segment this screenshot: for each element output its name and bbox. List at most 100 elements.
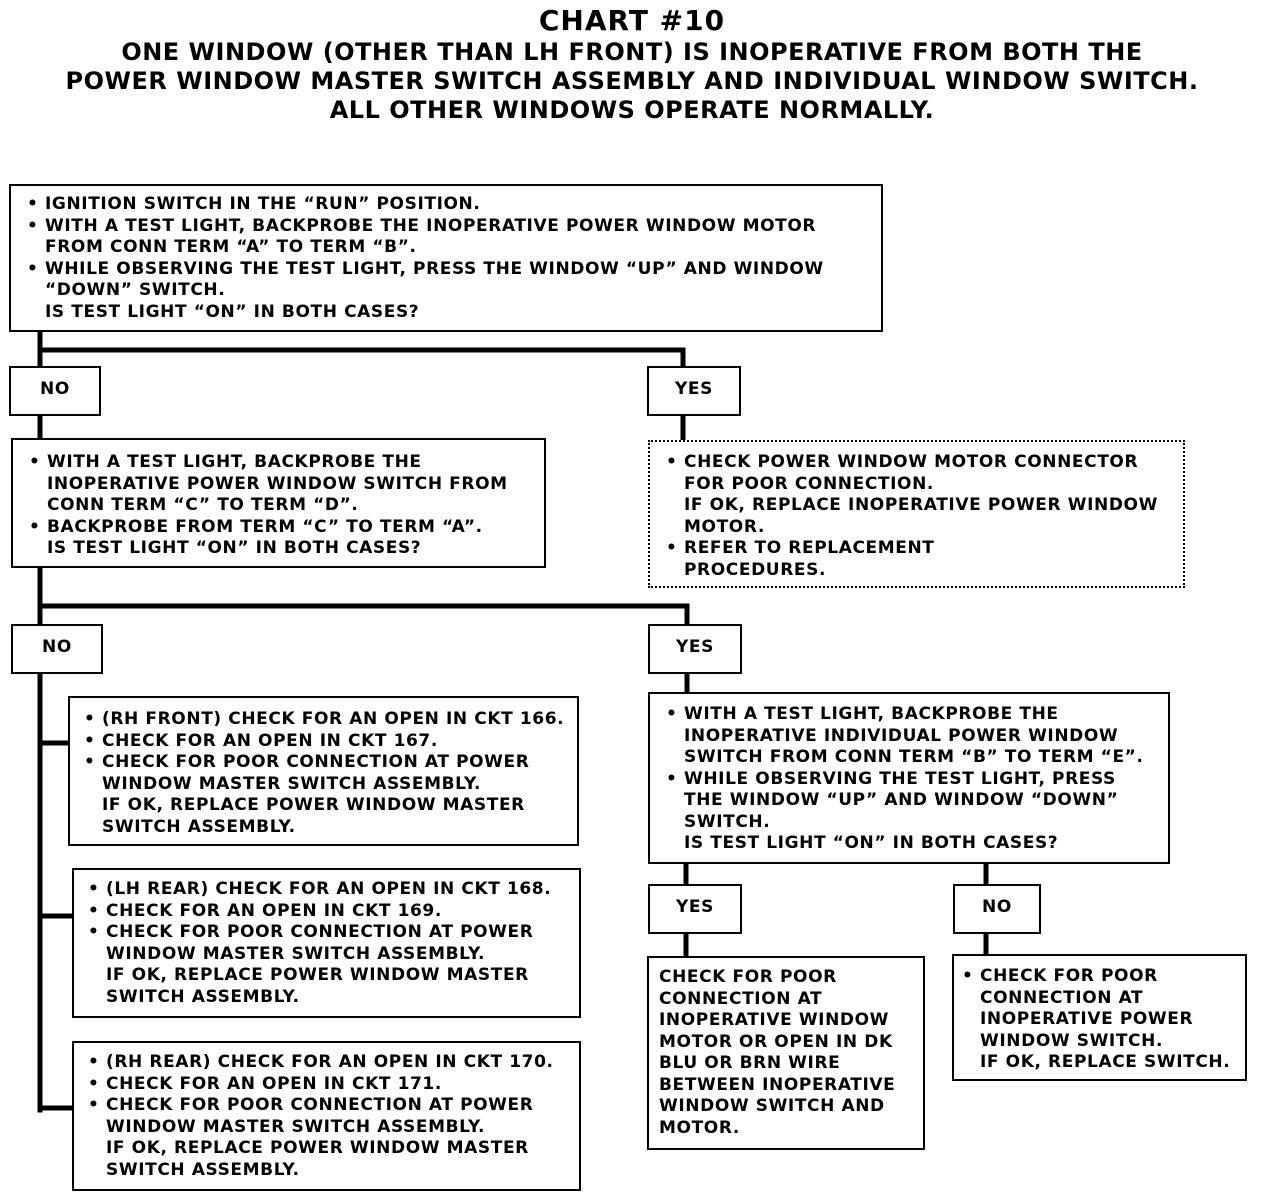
text-line: MOTOR. [659, 1118, 895, 1140]
text-line: •CHECK FOR AN OPEN IN CKT 169. [88, 901, 551, 923]
text-line: SWITCH. [666, 812, 1144, 834]
text-line: IF OK, REPLACE POWER WINDOW MASTER [88, 965, 551, 987]
text-line: IS TEST LIGHT “ON” IN BOTH CASES? [27, 302, 824, 324]
step2-yes-label: YES [648, 624, 742, 674]
chart-title-line-2: POWER WINDOW MASTER SWITCH ASSEMBLY AND … [65, 67, 1199, 95]
line-text: WINDOW SWITCH. [980, 1030, 1164, 1051]
text-line: IF OK, REPLACE POWER WINDOW MASTER [84, 795, 564, 817]
bullet-icon: • [88, 1052, 100, 1072]
line-text: BACKPROBE FROM TERM “C” TO TERM “A”. [47, 516, 483, 537]
line-text: WITH A TEST LIGHT, BACKPROBE THE [684, 704, 1059, 724]
text-line: • WITH A TEST LIGHT, BACKPROBE THE [29, 452, 508, 474]
text-line: •CHECK FOR POOR [962, 966, 1230, 988]
bullet-icon: • [29, 516, 41, 537]
text-line: •WITH A TEST LIGHT, BACKPROBE THE INOPER… [27, 216, 824, 238]
text-line: MOTOR OR OPEN IN DK [659, 1032, 895, 1054]
text-line: IF OK, REPLACE SWITCH. [962, 1052, 1230, 1074]
text-line: “DOWN” SWITCH. [27, 280, 824, 302]
line-text: INOPERATIVE POWER [980, 1009, 1194, 1029]
bullet-icon: • [88, 1073, 100, 1094]
line-text: CONNECTION AT [980, 987, 1144, 1008]
text-line: • BACKPROBE FROM TERM “C” TO TERM “A”. [29, 517, 508, 539]
text-line: FOR POOR CONNECTION. [666, 474, 1158, 496]
bullet-icon: • [666, 452, 678, 472]
step3-no-label: NO [953, 884, 1041, 934]
line-text: SWITCH FROM CONN TERM “B” TO TERM “E”. [684, 747, 1144, 767]
line-text: “DOWN” SWITCH. [45, 280, 226, 300]
text-line: CONN TERM “C” TO TERM “D”. [29, 495, 508, 517]
bullet-icon: • [666, 704, 678, 724]
line-text: IGNITION SWITCH IN THE “RUN” POSITION. [45, 194, 481, 214]
text-line: SWITCH ASSEMBLY. [84, 817, 564, 839]
line-text: MOTOR. [684, 516, 765, 537]
rh-rear-text: •(RH REAR) CHECK FOR AN OPEN IN CKT 170.… [88, 1052, 554, 1181]
bullet-icon: • [29, 452, 41, 472]
line-text: INOPERATIVE WINDOW [659, 1010, 890, 1030]
bullet-icon: • [962, 966, 974, 986]
text-line: •CHECK FOR AN OPEN IN CKT 171. [88, 1074, 554, 1096]
text-line: MOTOR. [666, 517, 1158, 539]
line-text: THE WINDOW “UP” AND WINDOW “DOWN” [684, 790, 1119, 810]
line-text: MOTOR OR OPEN IN DK [659, 1031, 893, 1052]
text-line: IS TEST LIGHT “ON” IN BOTH CASES? [666, 833, 1144, 855]
rh-front-text: • (RH FRONT) CHECK FOR AN OPEN IN CKT 166… [84, 709, 564, 838]
line-text: WITH A TEST LIGHT, BACKPROBE THE INOPERA… [45, 215, 817, 236]
bullet-icon: • [88, 922, 100, 942]
bullet-icon: • [84, 752, 96, 772]
text-line: •WHILE OBSERVING THE TEST LIGHT, PRESS [666, 769, 1144, 791]
line-text: WITH A TEST LIGHT, BACKPROBE THE [47, 452, 422, 472]
text-line: BLU OR BRN WIRE [659, 1053, 895, 1075]
text-line: •REFER TO REPLACEMENT [666, 538, 1158, 560]
line-text: WINDOW MASTER SWITCH ASSEMBLY. [106, 943, 486, 964]
line-text: SWITCH ASSEMBLY. [102, 816, 296, 837]
line-text: CHECK FOR AN OPEN IN CKT 169. [106, 900, 442, 921]
line-text: BLU OR BRN WIRE [659, 1053, 841, 1073]
bullet-icon: • [27, 258, 39, 279]
step3-yes-label: YES [648, 884, 742, 934]
text-line: INOPERATIVE POWER WINDOW SWITCH FROM [29, 474, 508, 496]
line-text: (LH REAR) CHECK FOR AN OPEN IN CKT 168. [106, 879, 552, 899]
text-line: WINDOW MASTER SWITCH ASSEMBLY. [88, 1117, 554, 1139]
line-text: (RH FRONT) CHECK FOR AN OPEN IN CKT 166. [102, 709, 565, 729]
text-line: •CHECK FOR POOR CONNECTION AT POWER [88, 1095, 554, 1117]
line-text: WINDOW MASTER SWITCH ASSEMBLY. [102, 773, 482, 794]
line-text: CHECK FOR POOR CONNECTION AT POWER [102, 752, 530, 772]
text-line: CONNECTION AT [659, 989, 895, 1011]
text-line: • WHILE OBSERVING THE TEST LIGHT, PRESS T… [27, 259, 824, 281]
connector-step1-split [37, 329, 686, 369]
line-text: PROCEDURES. [684, 559, 827, 580]
text-line: IS TEST LIGHT “ON” IN BOTH CASES? [29, 538, 508, 560]
step1-yes-label: YES [647, 366, 741, 416]
text-line: WINDOW SWITCH AND [659, 1096, 895, 1118]
text-line: •(RH REAR) CHECK FOR AN OPEN IN CKT 170. [88, 1052, 554, 1074]
line-text: FROM CONN TERM “A” TO TERM “B”. [45, 237, 417, 257]
text-line: WINDOW SWITCH. [962, 1031, 1230, 1053]
text-line: INOPERATIVE WINDOW [659, 1010, 895, 1032]
line-text: IF OK, REPLACE POWER WINDOW MASTER [106, 1138, 529, 1158]
text-line: INOPERATIVE POWER [962, 1009, 1230, 1031]
line-text: CHECK POWER WINDOW MOTOR CONNECTOR [684, 452, 1139, 472]
step1-no-label: NO [9, 366, 101, 416]
bullet-icon: • [27, 194, 39, 214]
rh-front-check-box: • (RH FRONT) CHECK FOR AN OPEN IN CKT 166… [68, 696, 579, 846]
bullet-icon: • [666, 538, 678, 558]
text-line: PROCEDURES. [666, 560, 1158, 582]
line-text: WHILE OBSERVING THE TEST LIGHT, PRESS TH… [45, 258, 824, 279]
line-text: SWITCH ASSEMBLY. [106, 986, 300, 1007]
text-line: WINDOW MASTER SWITCH ASSEMBLY. [88, 944, 551, 966]
line-text: CHECK FOR POOR CONNECTION AT POWER [106, 922, 534, 942]
text-line: INOPERATIVE INDIVIDUAL POWER WINDOW [666, 726, 1144, 748]
line-text: IS TEST LIGHT “ON” IN BOTH CASES? [45, 301, 420, 322]
line-text: MOTOR. [659, 1117, 740, 1138]
bullet-icon: • [88, 879, 100, 899]
bullet-icon: • [84, 730, 96, 751]
text-line: BETWEEN INOPERATIVE [659, 1075, 895, 1097]
step1-text: •IGNITION SWITCH IN THE “RUN” POSITION.•… [27, 194, 824, 323]
line-text: CHECK FOR POOR CONNECTION AT POWER [106, 1095, 534, 1115]
line-text: CONN TERM “C” TO TERM “D”. [47, 495, 359, 515]
bullet-icon: • [84, 709, 96, 729]
